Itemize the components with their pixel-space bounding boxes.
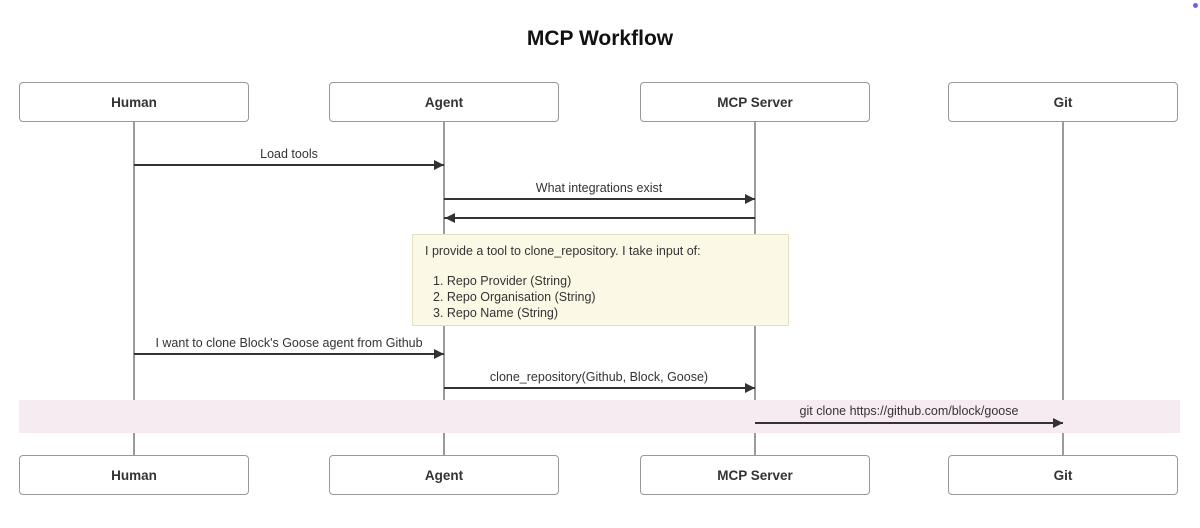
actor-label: Agent bbox=[424, 94, 464, 110]
message-label: Load tools bbox=[260, 147, 318, 161]
arrowhead-icon bbox=[1053, 418, 1063, 428]
actor-top-agent: Agent bbox=[329, 82, 559, 122]
arrowhead-icon bbox=[745, 383, 755, 393]
arrowhead-icon bbox=[434, 349, 444, 359]
note-item: 3. Repo Name (String) bbox=[433, 306, 559, 320]
actor-label: Agent bbox=[424, 467, 464, 483]
actor-top-git: Git bbox=[948, 82, 1178, 122]
message-label: What integrations exist bbox=[535, 181, 663, 195]
arrowhead-icon bbox=[445, 213, 455, 223]
actor-bottom-mcp-server: MCP Server bbox=[640, 455, 870, 495]
arrowhead-icon bbox=[745, 194, 755, 204]
message-line bbox=[444, 217, 755, 219]
actor-label: MCP Server bbox=[717, 94, 793, 110]
note-item: 1. Repo Provider (String) bbox=[433, 274, 572, 288]
actor-label: Human bbox=[111, 467, 157, 483]
actor-label: Human bbox=[111, 94, 157, 110]
lifeline-git bbox=[1062, 122, 1064, 455]
message-label: git clone https://github.com/block/goose bbox=[799, 404, 1019, 418]
message-line bbox=[755, 422, 1063, 424]
arrowhead-icon bbox=[434, 160, 444, 170]
message-line bbox=[134, 353, 444, 355]
actor-top-mcp-server: MCP Server bbox=[640, 82, 870, 122]
message-line bbox=[134, 164, 444, 166]
highlight-band bbox=[19, 400, 1180, 433]
actor-label: MCP Server bbox=[717, 467, 793, 483]
actor-top-human: Human bbox=[19, 82, 249, 122]
note-box: I provide a tool to clone_repository. I … bbox=[412, 234, 789, 326]
message-line bbox=[444, 198, 755, 200]
message-label: clone_repository(Github, Block, Goose) bbox=[489, 370, 709, 384]
stray-cursor-dot bbox=[1193, 3, 1198, 8]
actor-bottom-agent: Agent bbox=[329, 455, 559, 495]
actor-bottom-human: Human bbox=[19, 455, 249, 495]
actor-label: Git bbox=[1053, 467, 1073, 483]
actor-bottom-git: Git bbox=[948, 455, 1178, 495]
lifeline-human bbox=[133, 122, 135, 455]
note-intro: I provide a tool to clone_repository. I … bbox=[425, 244, 701, 258]
message-label: I want to clone Block's Goose agent from… bbox=[155, 336, 423, 350]
diagram-title: MCP Workflow bbox=[526, 27, 674, 50]
note-item: 2. Repo Organisation (String) bbox=[433, 290, 596, 304]
message-line bbox=[444, 387, 755, 389]
actor-label: Git bbox=[1053, 94, 1073, 110]
